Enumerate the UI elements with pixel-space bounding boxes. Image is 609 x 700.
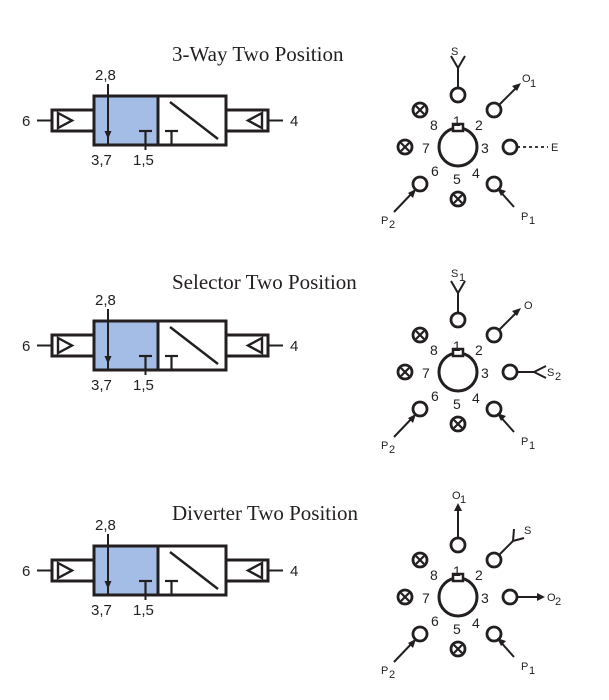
rotor-symbol (392, 536, 519, 664)
rotor-port-8: 8 (430, 342, 438, 358)
rotor-port-3: 3 (481, 365, 489, 381)
conn-top-sub: 1 (460, 494, 466, 506)
rotor-port-6: 6 (431, 163, 439, 179)
conn-right: O (547, 592, 556, 604)
valve-top-label: 2,8 (95, 517, 116, 534)
conn-top-right: O (524, 300, 533, 312)
conn-bottom-left: P (381, 215, 388, 227)
rotor-port-7: 7 (422, 140, 430, 156)
valve-top-label: 2,8 (95, 292, 116, 309)
panel-selector: Selector Two Position 6 4 2,8 3,7 1,5 1 … (22, 268, 561, 456)
rotor-port-4: 4 (472, 165, 480, 181)
rotor-port-7: 7 (422, 590, 430, 606)
conn-top-right: O (522, 73, 531, 85)
rotor-port-6: 6 (431, 613, 439, 629)
panel-3-way: 3-Way Two Position 6 4 2,8 3,7 1,5 1 2 3… (22, 42, 558, 231)
conn-bottom-left-sub: 2 (389, 444, 395, 456)
conn-top-right-sub: 1 (530, 78, 536, 90)
rotor-port-8: 8 (430, 567, 438, 583)
rotor-port-5: 5 (453, 396, 461, 412)
conn-right-sub: 2 (555, 596, 561, 608)
valve-symbol (35, 532, 285, 602)
conn-bottom-right-sub: 1 (529, 440, 535, 452)
rotor-port-8: 8 (430, 117, 438, 133)
rotor-port-1: 1 (453, 338, 461, 354)
conn-bottom-left: P (381, 665, 388, 677)
rotor-port-4: 4 (472, 615, 480, 631)
conn-right: S (547, 367, 554, 379)
conn-bottom-left-sub: 2 (389, 219, 395, 231)
rotor-port-3: 3 (481, 140, 489, 156)
valve-right-port: 4 (290, 338, 298, 355)
rotor-symbol (392, 311, 519, 439)
rotor-port-1: 1 (453, 563, 461, 579)
panel-title: 3-Way Two Position (172, 42, 344, 66)
conn-right-sub: 2 (555, 371, 561, 383)
conn-bottom-right: P (521, 436, 528, 448)
valve-left-port: 6 (22, 563, 30, 580)
rotor-port-5: 5 (453, 171, 461, 187)
valve-bottom-right-label: 1,5 (133, 377, 154, 394)
valve-left-port: 6 (22, 113, 30, 130)
rotor-port-2: 2 (475, 567, 483, 583)
panel-title: Diverter Two Position (172, 501, 358, 525)
conn-bottom-right: P (521, 211, 528, 223)
rotor-port-1: 1 (453, 113, 461, 129)
rotor-symbol (392, 86, 519, 214)
valve-bottom-right-label: 1,5 (133, 602, 154, 619)
valve-bottom-left-label: 3,7 (91, 152, 112, 169)
rotor-port-7: 7 (422, 365, 430, 381)
valve-bottom-left-label: 3,7 (91, 377, 112, 394)
valve-top-label: 2,8 (95, 67, 116, 84)
conn-top: S (451, 268, 458, 280)
conn-bottom-left-sub: 2 (389, 669, 395, 681)
panel-diverter: Diverter Two Position 6 4 2,8 3,7 1,5 1 … (22, 490, 561, 681)
conn-bottom-right-sub: 1 (529, 665, 535, 677)
valve-bottom-right-label: 1,5 (133, 152, 154, 169)
conn-right: E (551, 142, 558, 154)
conn-top: O (452, 490, 461, 502)
rotor-port-6: 6 (431, 388, 439, 404)
panel-title: Selector Two Position (172, 270, 357, 294)
conn-bottom-right-sub: 1 (529, 215, 535, 227)
rotor-port-2: 2 (475, 117, 483, 133)
conn-top-sub: 1 (459, 272, 465, 284)
rotor-port-2: 2 (475, 342, 483, 358)
valve-symbol (35, 307, 285, 377)
rotor-port-5: 5 (453, 621, 461, 637)
valve-right-port: 4 (290, 113, 298, 130)
conn-bottom-left: P (381, 440, 388, 452)
rotor-port-4: 4 (472, 390, 480, 406)
valve-bottom-left-label: 3,7 (91, 602, 112, 619)
conn-top: S (451, 46, 458, 58)
rotor-port-3: 3 (481, 590, 489, 606)
valve-left-port: 6 (22, 338, 30, 355)
valve-right-port: 4 (290, 563, 298, 580)
conn-bottom-right: P (521, 661, 528, 673)
valve-symbol (35, 82, 285, 152)
conn-top-right: S (524, 525, 531, 537)
